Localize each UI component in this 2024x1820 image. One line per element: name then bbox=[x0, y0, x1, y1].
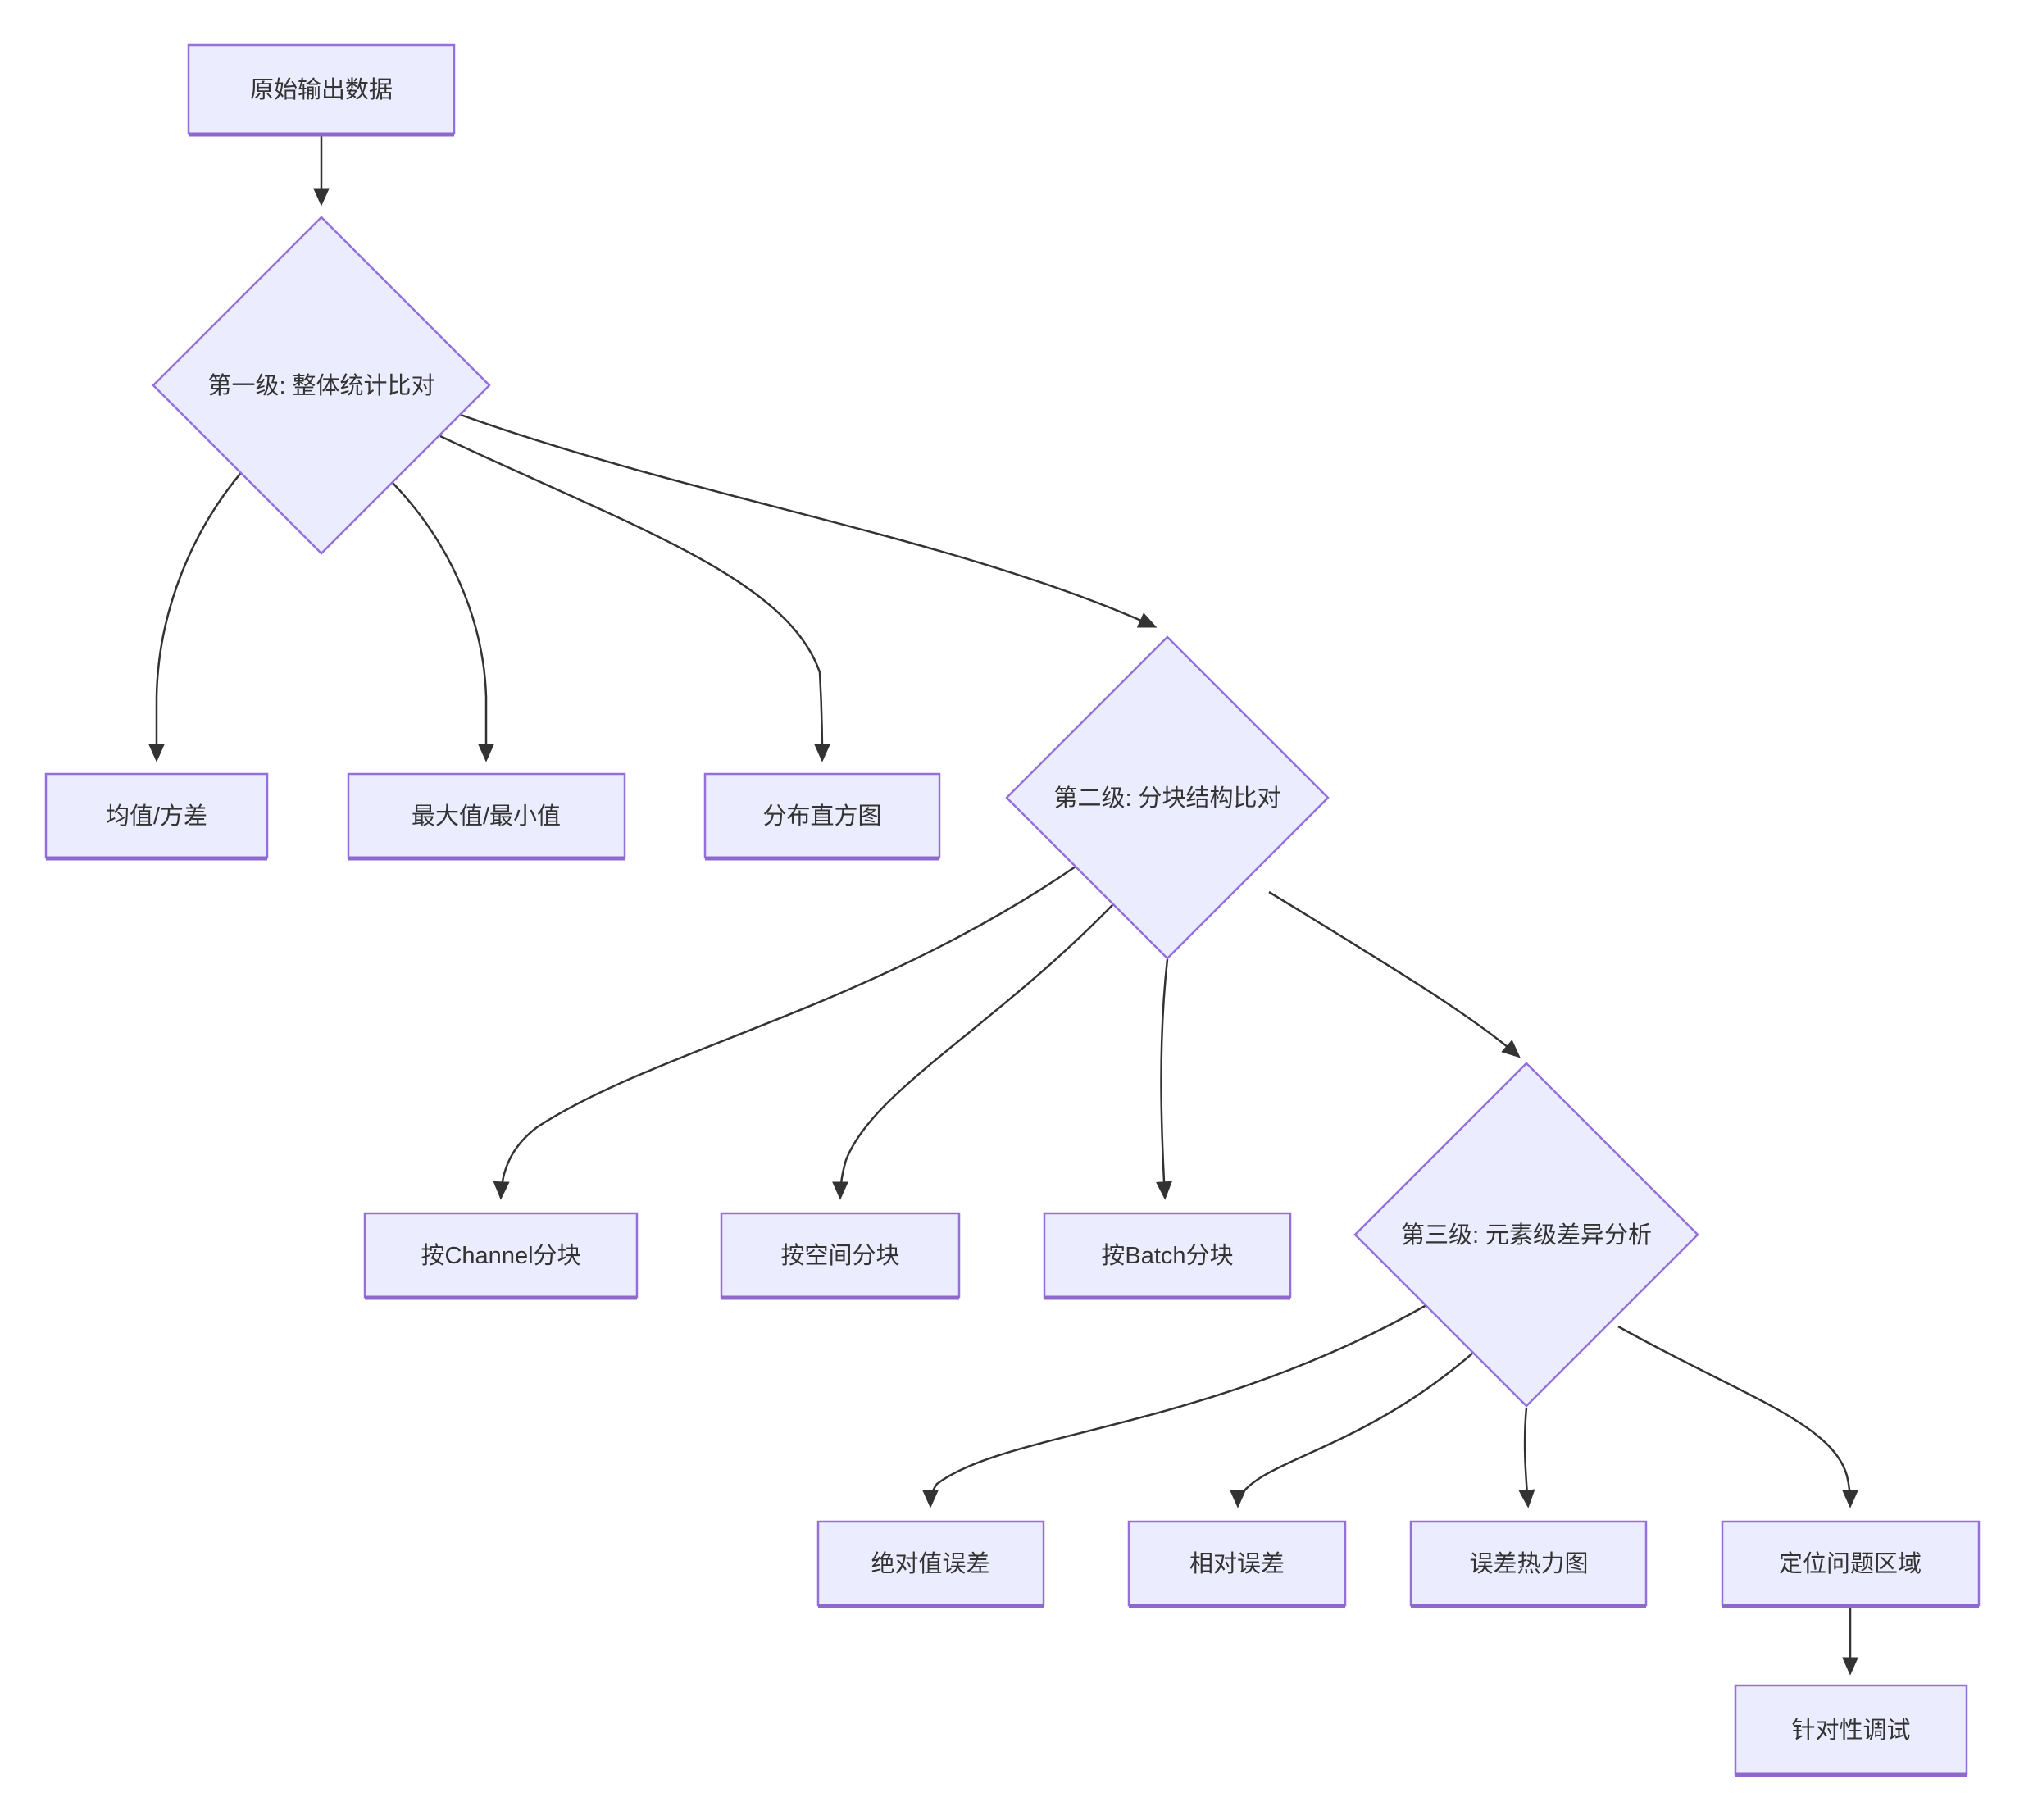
node-l3: 第三级: 元素级差异分析 bbox=[1353, 1062, 1699, 1408]
edge-l2-c2 bbox=[832, 903, 1114, 1200]
node-d4-label: 定位问题区域 bbox=[1779, 1550, 1922, 1577]
node-b3: 分布直方图 bbox=[703, 772, 941, 861]
node-b3-label: 分布直方图 bbox=[762, 803, 881, 830]
node-d1-label: 绝对值误差 bbox=[871, 1550, 989, 1577]
node-d1: 绝对值误差 bbox=[816, 1520, 1045, 1608]
node-d3: 误差热力图 bbox=[1409, 1520, 1648, 1608]
node-l2-label: 第二级: 分块结构比对 bbox=[1053, 785, 1280, 812]
edge-l2-c1 bbox=[493, 865, 1076, 1200]
edge-l3-d2 bbox=[1230, 1352, 1474, 1508]
node-c1-label: 按Channel分块 bbox=[421, 1242, 580, 1269]
node-c1: 按Channel分块 bbox=[363, 1212, 639, 1300]
node-c3-label: 按Batch分块 bbox=[1101, 1242, 1233, 1269]
edge-l2-l3 bbox=[1268, 890, 1521, 1058]
edge-layer bbox=[148, 135, 1858, 1676]
node-layer: 原始输出数据 第一级: 整体统计比对 均值/方差 最大值/最小值 分布直方图 第… bbox=[44, 43, 1981, 1777]
edge-l1-b1 bbox=[148, 468, 245, 762]
node-d4: 定位问题区域 bbox=[1721, 1520, 1981, 1608]
edge-l3-d1 bbox=[922, 1304, 1427, 1508]
node-b1-label: 均值/方差 bbox=[106, 803, 207, 830]
node-fin: 针对性调试 bbox=[1734, 1684, 1968, 1777]
edge-l1-b2 bbox=[391, 481, 494, 762]
node-d2-label: 相对误差 bbox=[1189, 1550, 1285, 1577]
node-d2: 相对误差 bbox=[1127, 1520, 1347, 1608]
node-l3-label: 第三级: 元素级差异分析 bbox=[1401, 1222, 1652, 1249]
node-b1: 均值/方差 bbox=[44, 772, 269, 861]
node-b2-label: 最大值/最小值 bbox=[412, 803, 561, 830]
node-l1: 第一级: 整体统计比对 bbox=[152, 216, 491, 555]
edge-l1-l2 bbox=[460, 413, 1158, 628]
node-fin-label: 针对性调试 bbox=[1791, 1717, 1910, 1744]
node-c3: 按Batch分块 bbox=[1043, 1212, 1292, 1300]
node-d3-label: 误差热力图 bbox=[1469, 1550, 1588, 1577]
edge-l1-b3 bbox=[439, 435, 830, 762]
edge-l2-c3 bbox=[1155, 958, 1172, 1200]
node-raw-label: 原始输出数据 bbox=[250, 76, 393, 103]
node-l1-label: 第一级: 整体统计比对 bbox=[207, 372, 434, 399]
edge-l3-d4 bbox=[1617, 1325, 1858, 1508]
node-c2-label: 按空间分块 bbox=[780, 1242, 899, 1269]
node-b2: 最大值/最小值 bbox=[347, 772, 626, 861]
edge-l3-d3 bbox=[1518, 1407, 1535, 1508]
node-c2: 按空间分块 bbox=[720, 1212, 961, 1300]
node-raw: 原始输出数据 bbox=[187, 43, 456, 137]
node-l2: 第二级: 分块结构比对 bbox=[1005, 635, 1330, 960]
